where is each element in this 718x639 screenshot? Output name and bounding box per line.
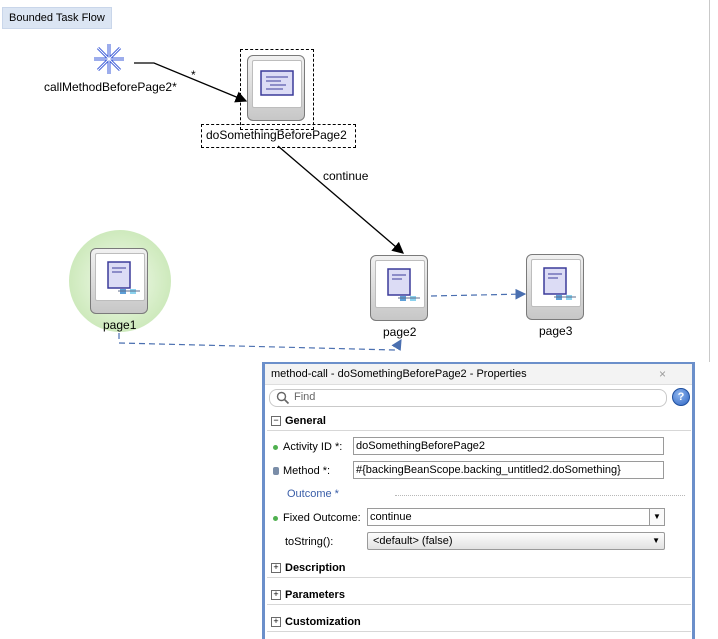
fixed-outcome-label: Fixed Outcome: <box>273 512 361 524</box>
page3-label: page3 <box>539 324 573 338</box>
page1-label: page1 <box>103 318 137 332</box>
page2-to-page3-flow[interactable] <box>430 288 527 300</box>
find-input[interactable]: Find <box>269 389 667 407</box>
chevron-down-icon[interactable]: ▼ <box>649 509 664 525</box>
outcome-group-divider <box>395 495 685 496</box>
close-icon[interactable]: × <box>658 367 666 381</box>
fixed-outcome-combo[interactable]: continue ▼ <box>367 508 665 526</box>
properties-title: method-call - doSomethingBeforePage2 - P… <box>271 368 527 380</box>
section-customization-label: Customization <box>285 616 361 628</box>
activity-id-label: Activity ID *: <box>273 441 342 453</box>
wildcard-start-label: callMethodBeforePage2* <box>44 80 177 94</box>
properties-panel: method-call - doSomethingBeforePage2 - P… <box>262 362 695 639</box>
section-general[interactable]: −General <box>267 413 691 431</box>
outcome-group-label: Outcome * <box>287 488 343 500</box>
required-dot-icon <box>273 444 278 450</box>
properties-title-bar: method-call - doSomethingBeforePage2 - P… <box>265 364 692 385</box>
page-icon <box>543 267 576 300</box>
chevron-down-icon: ▼ <box>652 536 660 545</box>
tostring-select[interactable]: <default> (false) ▼ <box>367 532 665 550</box>
expand-icon[interactable]: + <box>271 590 281 601</box>
expand-icon[interactable]: + <box>271 617 281 628</box>
bounded-task-flow-tab[interactable]: Bounded Task Flow <box>2 7 112 29</box>
fixed-outcome-value: continue <box>370 511 412 523</box>
page2-label: page2 <box>383 325 417 339</box>
tostring-label: toString(): <box>285 536 334 548</box>
wildcard-icon[interactable] <box>94 44 124 74</box>
find-placeholder: Find <box>294 391 316 403</box>
page1-to-page2-flow[interactable] <box>118 333 402 352</box>
section-description-label: Description <box>285 562 346 574</box>
section-description[interactable]: + Description <box>267 560 691 578</box>
method-call-node[interactable] <box>247 55 305 121</box>
expand-icon[interactable]: + <box>271 563 281 574</box>
method-label: Method *: <box>273 465 330 477</box>
tostring-value: <default> (false) <box>373 535 453 547</box>
section-general-label: General <box>285 415 326 427</box>
section-customization[interactable]: + Customization <box>267 614 691 632</box>
method-call-label-selection-box <box>201 124 356 148</box>
wildcard-control-flow[interactable] <box>134 62 248 103</box>
method-call-icon <box>260 70 294 96</box>
help-icon[interactable]: ? <box>672 388 690 406</box>
find-row: Find ? <box>265 385 692 409</box>
wildcard-edge-label: * <box>191 68 196 82</box>
section-parameters-label: Parameters <box>285 589 345 601</box>
continue-control-flow[interactable] <box>277 145 404 254</box>
method-binding-icon <box>273 467 279 476</box>
collapse-icon[interactable]: − <box>271 416 281 427</box>
required-dot-icon <box>273 515 278 521</box>
continue-edge-label: continue <box>323 169 369 183</box>
search-icon <box>276 391 290 405</box>
canvas-border <box>709 0 710 362</box>
section-parameters[interactable]: + Parameters <box>267 587 691 605</box>
method-input[interactable]: #{backingBeanScope.backing_untitled2.doS… <box>353 461 664 479</box>
method-call-selection-box <box>240 49 314 130</box>
method-call-label: doSomethingBeforePage2 <box>206 128 347 142</box>
activity-id-input[interactable]: doSomethingBeforePage2 <box>353 437 664 455</box>
page-icon <box>107 261 140 294</box>
page2-node[interactable] <box>370 255 428 321</box>
page-icon <box>387 268 420 301</box>
page1-node[interactable] <box>90 248 148 314</box>
page3-node[interactable] <box>526 254 584 320</box>
